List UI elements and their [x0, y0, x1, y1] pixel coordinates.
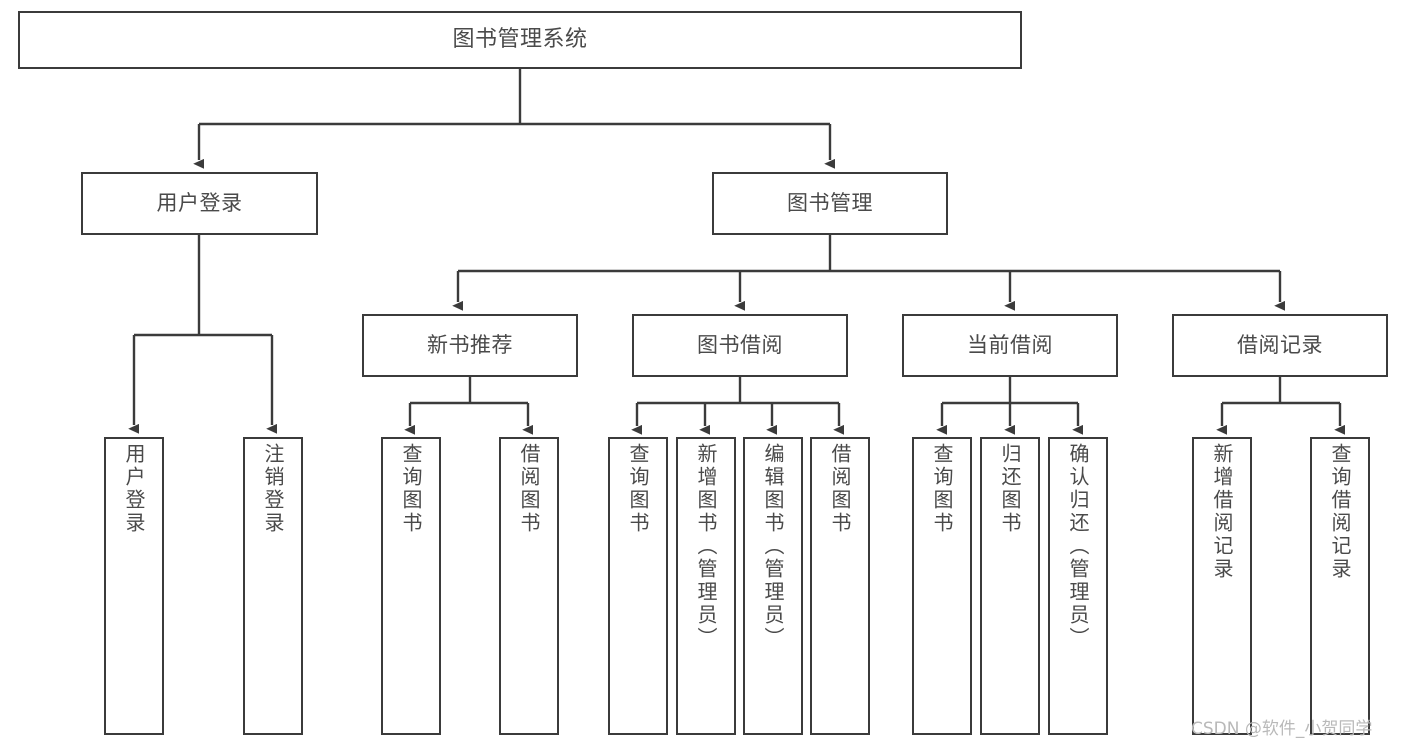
leaf-book-borrow-edit-book-admin[interactable]: 编辑图书（管理员） [743, 437, 803, 735]
node-label: 新增借阅记录 [1210, 443, 1234, 581]
node-label: 用户登录 [122, 443, 146, 535]
node-current-borrowing[interactable]: 当前借阅 [902, 314, 1118, 377]
leaf-current-borrow-return-book[interactable]: 归还图书 [980, 437, 1040, 735]
node-label: 图书管理 [787, 191, 873, 216]
leaf-current-borrow-query-book[interactable]: 查询图书 [912, 437, 972, 735]
node-label: 当前借阅 [967, 333, 1053, 358]
leaf-borrow-record-query-record[interactable]: 查询借阅记录 [1310, 437, 1370, 735]
leaf-current-borrow-confirm-return-admin[interactable]: 确认归还（管理员） [1048, 437, 1108, 735]
leaf-borrow-record-add-record[interactable]: 新增借阅记录 [1192, 437, 1252, 735]
watermark: CSDN @软件_小贺同学 [1191, 719, 1373, 739]
leaf-book-borrow-borrow-book[interactable]: 借阅图书 [810, 437, 870, 735]
node-label: 归还图书 [998, 443, 1022, 535]
node-label: 查询借阅记录 [1328, 443, 1352, 581]
node-label: 查询图书 [930, 443, 954, 535]
node-label: 编辑图书（管理员） [761, 443, 785, 650]
node-user-login[interactable]: 用户登录 [81, 172, 318, 235]
node-label: 注销登录 [261, 443, 285, 535]
node-root-book-management-system[interactable]: 图书管理系统 [18, 11, 1022, 69]
node-label: 借阅图书 [517, 443, 541, 535]
node-label: 借阅图书 [828, 443, 852, 535]
leaf-book-borrow-query-book[interactable]: 查询图书 [608, 437, 668, 735]
leaf-new-book-borrow-book[interactable]: 借阅图书 [499, 437, 559, 735]
node-label: 图书借阅 [697, 333, 783, 358]
node-label: 新增图书（管理员） [694, 443, 718, 650]
node-label: 确认归还（管理员） [1066, 443, 1090, 650]
node-borrowing-record[interactable]: 借阅记录 [1172, 314, 1388, 377]
node-label: 查询图书 [626, 443, 650, 535]
node-new-book-recommendation[interactable]: 新书推荐 [362, 314, 578, 377]
node-label: 图书管理系统 [452, 27, 588, 53]
node-book-management[interactable]: 图书管理 [712, 172, 948, 235]
leaf-book-borrow-add-book-admin[interactable]: 新增图书（管理员） [676, 437, 736, 735]
node-label: 用户登录 [156, 191, 243, 216]
node-label: 借阅记录 [1237, 333, 1323, 358]
leaf-user-login-login[interactable]: 用户登录 [104, 437, 164, 735]
node-label: 新书推荐 [427, 333, 513, 358]
leaf-new-book-query-book[interactable]: 查询图书 [381, 437, 441, 735]
leaf-user-login-logout[interactable]: 注销登录 [243, 437, 303, 735]
node-book-borrowing[interactable]: 图书借阅 [632, 314, 848, 377]
node-label: 查询图书 [399, 443, 423, 535]
